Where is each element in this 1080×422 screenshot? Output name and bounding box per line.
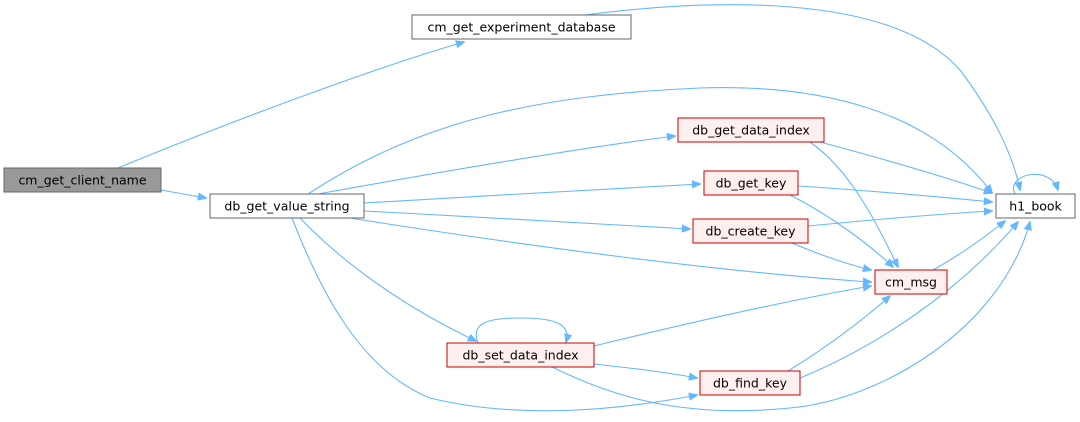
node-label: db_get_key (716, 176, 787, 191)
node-label: db_set_data_index (462, 348, 578, 363)
edge-db_create_key-to-cm_msg (791, 242, 871, 270)
node-box (703, 170, 799, 196)
edge-db_get_data_index-to-h1_book (819, 141, 992, 193)
node-cm_msg[interactable]: cm_msg (874, 269, 948, 295)
edge-db_create_key-to-h1_book (807, 211, 992, 227)
node-label: cm_msg (885, 275, 937, 290)
node-label: db_find_key (713, 376, 788, 391)
node-box (209, 193, 365, 219)
node-db_find_key[interactable]: db_find_key (699, 370, 801, 396)
edge-db_get_value_string-to-h1_book (307, 87, 992, 194)
edge-db_set_data_index-to-h1_book (551, 222, 1030, 412)
node-label: h1_book (1009, 199, 1062, 214)
node-label: db_create_key (706, 224, 797, 239)
edge-cm_get_client_name-to-cm_get_experiment_database (117, 42, 464, 169)
edge-db_set_data_index-to-db_set_data_index (475, 317, 567, 343)
node-db_get_key[interactable]: db_get_key (703, 170, 799, 196)
edge-db_find_key-to-cm_msg (787, 296, 890, 372)
edge-cm_msg-to-h1_book (932, 221, 1005, 271)
node-box (411, 14, 632, 40)
node-cm_get_client_name[interactable]: cm_get_client_name (3, 167, 162, 193)
edge-db_get_key-to-cm_msg (789, 194, 893, 267)
node-box (692, 218, 809, 244)
node-label: cm_get_experiment_database (427, 20, 615, 35)
edge-db_get_value_string-to-db_set_data_index (299, 217, 476, 341)
node-db_get_data_index[interactable]: db_get_data_index (677, 117, 825, 143)
node-label: cm_get_client_name (18, 173, 146, 188)
edge-db_get_key-to-h1_book (797, 185, 992, 202)
node-db_create_key[interactable]: db_create_key (692, 218, 809, 244)
edge-db_set_data_index-to-db_find_key (593, 363, 697, 378)
node-db_set_data_index[interactable]: db_set_data_index (446, 342, 595, 368)
node-box (677, 117, 825, 143)
edges-layer (117, 4, 1058, 412)
edge-db_get_value_string-to-db_create_key (363, 210, 690, 229)
node-db_get_value_string[interactable]: db_get_value_string (209, 193, 365, 219)
edge-db_get_value_string-to-db_get_data_index (317, 136, 675, 195)
node-box (699, 370, 801, 396)
edge-db_get_value_string-to-cm_msg (349, 217, 871, 282)
node-box (995, 193, 1076, 219)
node-box (446, 342, 595, 368)
node-cm_get_experiment_database[interactable]: cm_get_experiment_database (411, 14, 632, 40)
node-label: db_get_value_string (224, 199, 349, 214)
node-label: db_get_data_index (692, 123, 810, 138)
edge-h1_book-to-h1_book (1013, 173, 1058, 195)
nodes-layer: cm_get_client_name cm_get_experiment_data… (3, 14, 1076, 396)
edge-db_get_data_index-to-cm_msg (809, 141, 898, 267)
edge-db_set_data_index-to-cm_msg (593, 286, 871, 347)
node-box (874, 269, 948, 295)
edge-cm_get_client_name-to-db_get_value_string (160, 189, 206, 198)
edge-db_get_value_string-to-db_get_key (363, 184, 700, 204)
edge-db_get_value_string-to-db_find_key (291, 217, 697, 412)
edge-db_find_key-to-h1_book (799, 222, 1018, 379)
edge-cm_get_experiment_database-to-h1_book (584, 4, 1020, 190)
node-box (3, 167, 162, 193)
node-h1_book[interactable]: h1_book (995, 193, 1076, 219)
